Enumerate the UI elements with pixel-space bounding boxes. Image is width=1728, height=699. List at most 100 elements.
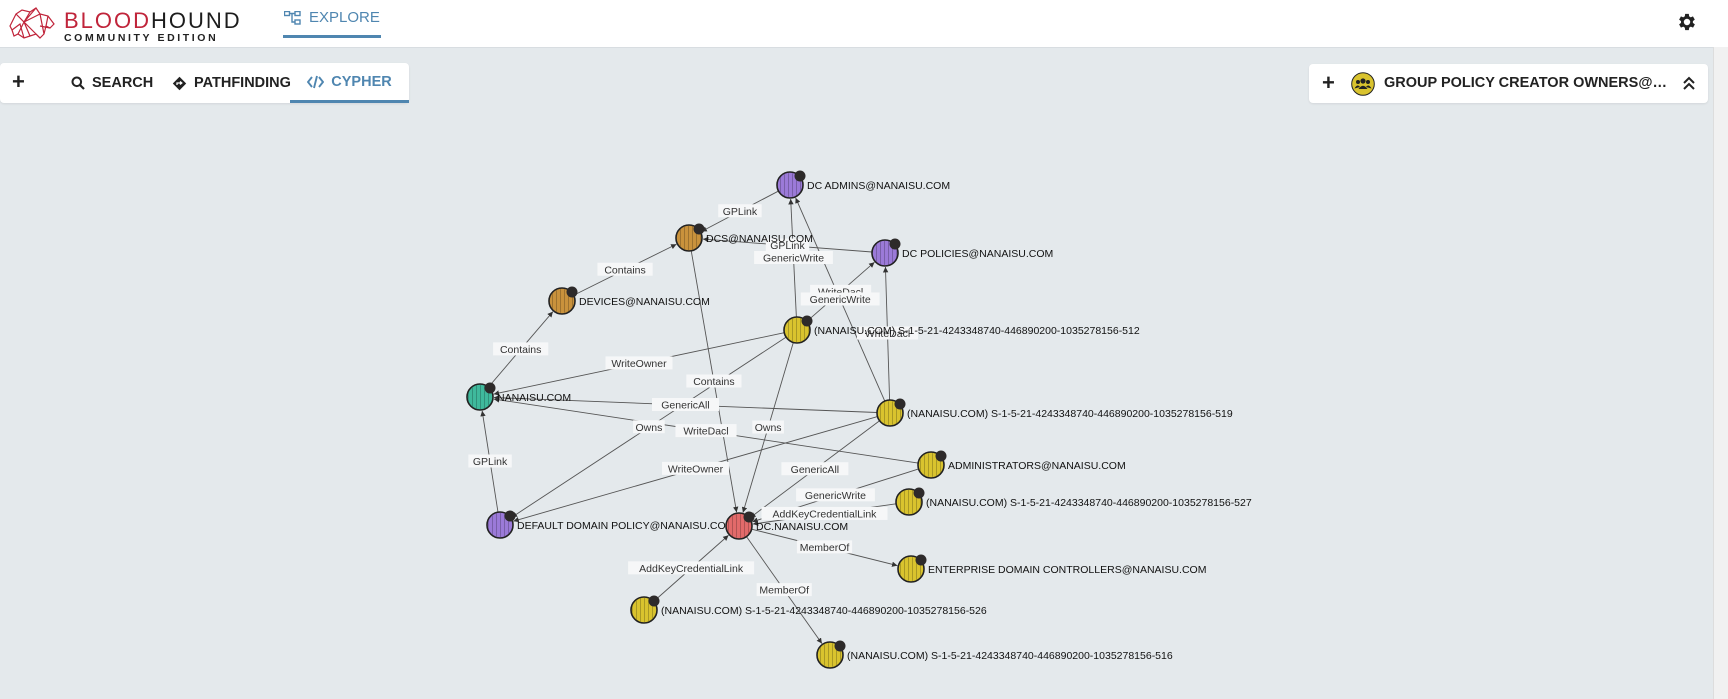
node-badge-icon: [693, 223, 705, 235]
edge-label-text: GPLink: [770, 240, 805, 252]
node-s527[interactable]: (NANAISU.COM) S-1-5-21-4243348740-446890…: [895, 487, 1252, 516]
node-label: DC.NANAISU.COM: [756, 521, 848, 533]
tab-pathfinding[interactable]: PATHFINDING: [172, 63, 291, 103]
node-edc[interactable]: ENTERPRISE DOMAIN CONTROLLERS@NANAISU.CO…: [897, 554, 1206, 583]
edge-label-text: Owns: [635, 422, 662, 434]
edge-label-dcs-dc[interactable]: Contains: [686, 374, 742, 389]
explore-icon: [284, 10, 301, 25]
node-devices[interactable]: DEVICES@NANAISU.COM: [548, 286, 710, 315]
edge-label-text: MemberOf: [759, 585, 809, 597]
edge-label-bg: [800, 292, 880, 306]
edge-label-s519-domain[interactable]: GenericAll: [651, 398, 719, 412]
node-badge-icon: [915, 554, 927, 566]
node-badge-icon: [913, 487, 925, 499]
code-icon: [307, 75, 325, 88]
edge-label-s519-ddp[interactable]: WriteOwner: [661, 461, 729, 476]
tab-search-label: SEARCH: [92, 75, 154, 91]
node-badge-icon: [484, 382, 496, 394]
nodes-layer: DC ADMINS@NANAISU.COM DCS@NANAISU.COM DC P…: [466, 170, 1252, 669]
node-dc[interactable]: DC.NANAISU.COM: [725, 511, 848, 540]
edge-label-s527-dc[interactable]: AddKeyCredentialLink: [761, 506, 888, 521]
group-icon: [1351, 72, 1375, 96]
node-badge-icon: [889, 238, 901, 250]
edge-label-text: GenericWrite: [763, 253, 824, 265]
edge-label-text: AddKeyCredentialLink: [639, 563, 744, 575]
edge-label-dcpol-dcs[interactable]: GPLink: [765, 238, 810, 253]
node-s516[interactable]: (NANAISU.COM) S-1-5-21-4243348740-446890…: [816, 640, 1173, 669]
node-badge-icon: [648, 595, 660, 607]
edge-label-s512-dc[interactable]: Owns: [752, 420, 784, 435]
node-search-bar: + GROUP POLICY CREATOR OWNERS@NANAISU.CO…: [1309, 64, 1708, 103]
node-badge-icon: [743, 511, 755, 523]
edge-label-text: GenericWrite: [810, 294, 871, 306]
edge-labels-layer: GPLinkGPLinkContainsContainsGenericWrite…: [468, 204, 919, 597]
node-label: NANAISU.COM: [497, 392, 571, 404]
edge-label-bg: [468, 454, 512, 468]
node-domain[interactable]: NANAISU.COM: [466, 382, 571, 411]
graph-canvas[interactable]: GPLinkGPLinkContainsContainsGenericWrite…: [0, 47, 1712, 699]
edge-label-bg: [628, 561, 755, 575]
node-label: DCS@NANAISU.COM: [706, 233, 813, 245]
tab-pathfinding-label: PATHFINDING: [194, 75, 291, 91]
logo-title-red: BLOOD: [64, 8, 152, 33]
edge-label-s519-dcpol[interactable]: WriteDacl: [856, 326, 919, 340]
edge-label-s512-domain[interactable]: WriteOwner: [605, 356, 673, 370]
edge-label-s519-dc[interactable]: GenericAll: [781, 462, 849, 476]
chevron-up-double-icon[interactable]: [1681, 74, 1697, 92]
search-icon: [71, 76, 85, 90]
add-query-icon[interactable]: +: [1322, 70, 1335, 95]
bloodhound-logo[interactable]: BLOODHOUND COMMUNITY EDITION: [6, 4, 240, 44]
gear-icon[interactable]: [1676, 11, 1698, 33]
edge-label-bg: [796, 540, 853, 554]
edge-label-devices-dcs[interactable]: Contains: [597, 262, 653, 277]
node-dcadmins[interactable]: DC ADMINS@NANAISU.COM: [776, 170, 950, 199]
edge-label-s512-ddp[interactable]: Owns: [633, 420, 665, 434]
edge-label-admins-domain[interactable]: WriteDacl: [675, 424, 737, 438]
edge-label-dcadmins-dcs[interactable]: GPLink: [718, 204, 762, 218]
edge-label-dc-s516[interactable]: MemberOf: [756, 583, 812, 597]
node-admins[interactable]: ADMINISTRATORS@NANAISU.COM: [917, 450, 1126, 479]
edge-label-text: WriteOwner: [611, 358, 667, 370]
node-label: ADMINISTRATORS@NANAISU.COM: [948, 460, 1126, 472]
node-label: DC POLICIES@NANAISU.COM: [902, 248, 1053, 260]
tab-cypher-label: CYPHER: [331, 73, 392, 90]
node-label: DC ADMINS@NANAISU.COM: [807, 180, 950, 192]
node-dcs[interactable]: DCS@NANAISU.COM: [675, 223, 813, 252]
edge-label-text: GPLink: [473, 456, 508, 468]
edge-label-s526-dc[interactable]: AddKeyCredentialLink: [628, 561, 755, 575]
edge-label-dc-edc[interactable]: MemberOf: [796, 540, 853, 554]
edge-label-admins-dc[interactable]: GenericWrite: [796, 488, 875, 502]
edge-label-ddp-domain[interactable]: GPLink: [468, 454, 512, 468]
node-badge-icon: [566, 286, 578, 298]
edge-label-s512-dcadmins[interactable]: GenericWrite: [754, 250, 833, 265]
edge-label-text: Contains: [693, 376, 734, 388]
node-s526[interactable]: (NANAISU.COM) S-1-5-21-4243348740-446890…: [630, 595, 987, 624]
edge-label-bg: [651, 398, 719, 412]
node-label: DEFAULT DOMAIN POLICY@NANAISU.COM: [517, 520, 734, 532]
node-ddp[interactable]: DEFAULT DOMAIN POLICY@NANAISU.COM: [486, 510, 734, 539]
logo-subtitle: COMMUNITY EDITION: [64, 32, 219, 44]
edge-label-bg: [856, 326, 919, 340]
edge-label-bg: [493, 342, 549, 356]
edge-label-bg: [633, 420, 665, 434]
node-label: ENTERPRISE DOMAIN CONTROLLERS@NANAISU.CO…: [928, 564, 1206, 576]
edge-label-bg: [756, 583, 812, 597]
node-badge-icon: [504, 510, 516, 522]
tab-cypher[interactable]: CYPHER: [290, 63, 409, 103]
scrollbar[interactable]: [1713, 47, 1728, 699]
nav-explore[interactable]: EXPLORE: [283, 0, 381, 38]
edge-label-bg: [765, 238, 810, 252]
node-dcpol[interactable]: DC POLICIES@NANAISU.COM: [871, 238, 1053, 267]
edge-label-s519-dcadmins[interactable]: GenericWrite: [800, 292, 880, 306]
node-s512[interactable]: (NANAISU.COM) S-1-5-21-4243348740-446890…: [783, 315, 1140, 344]
node-label: (NANAISU.COM) S-1-5-21-4243348740-446890…: [847, 650, 1173, 662]
edge-label-text: GenericAll: [661, 400, 709, 412]
edge-label-bg: [752, 420, 784, 434]
tab-search[interactable]: SEARCH: [71, 63, 153, 103]
edge-label-domain-devices[interactable]: Contains: [493, 342, 549, 356]
node-label: (NANAISU.COM) S-1-5-21-4243348740-446890…: [661, 605, 987, 617]
node-badge-icon: [935, 450, 947, 462]
edge-label-bg: [761, 506, 888, 520]
add-icon[interactable]: +: [12, 69, 25, 94]
node-s519[interactable]: (NANAISU.COM) S-1-5-21-4243348740-446890…: [876, 398, 1233, 427]
